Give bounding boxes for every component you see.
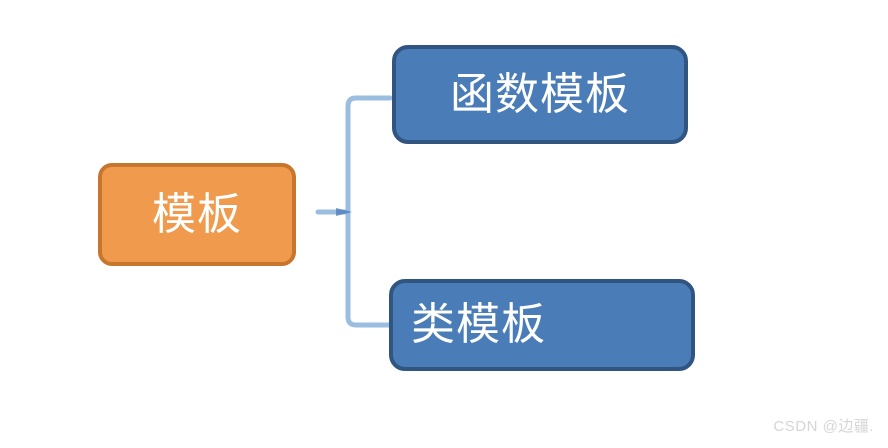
node-class-template-label: 类模板	[411, 300, 546, 349]
node-function-template-label: 函数模板	[450, 69, 630, 119]
brace-midpoint-notch	[336, 208, 352, 216]
node-function-template[interactable]: 函数模板	[392, 45, 688, 144]
node-root-label: 模板	[152, 189, 242, 239]
brace-spine	[345, 95, 393, 328]
node-class-template[interactable]: 类模板	[389, 279, 695, 371]
watermark-text: CSDN @边疆.	[773, 418, 874, 435]
node-root-template[interactable]: 模板	[98, 163, 296, 266]
